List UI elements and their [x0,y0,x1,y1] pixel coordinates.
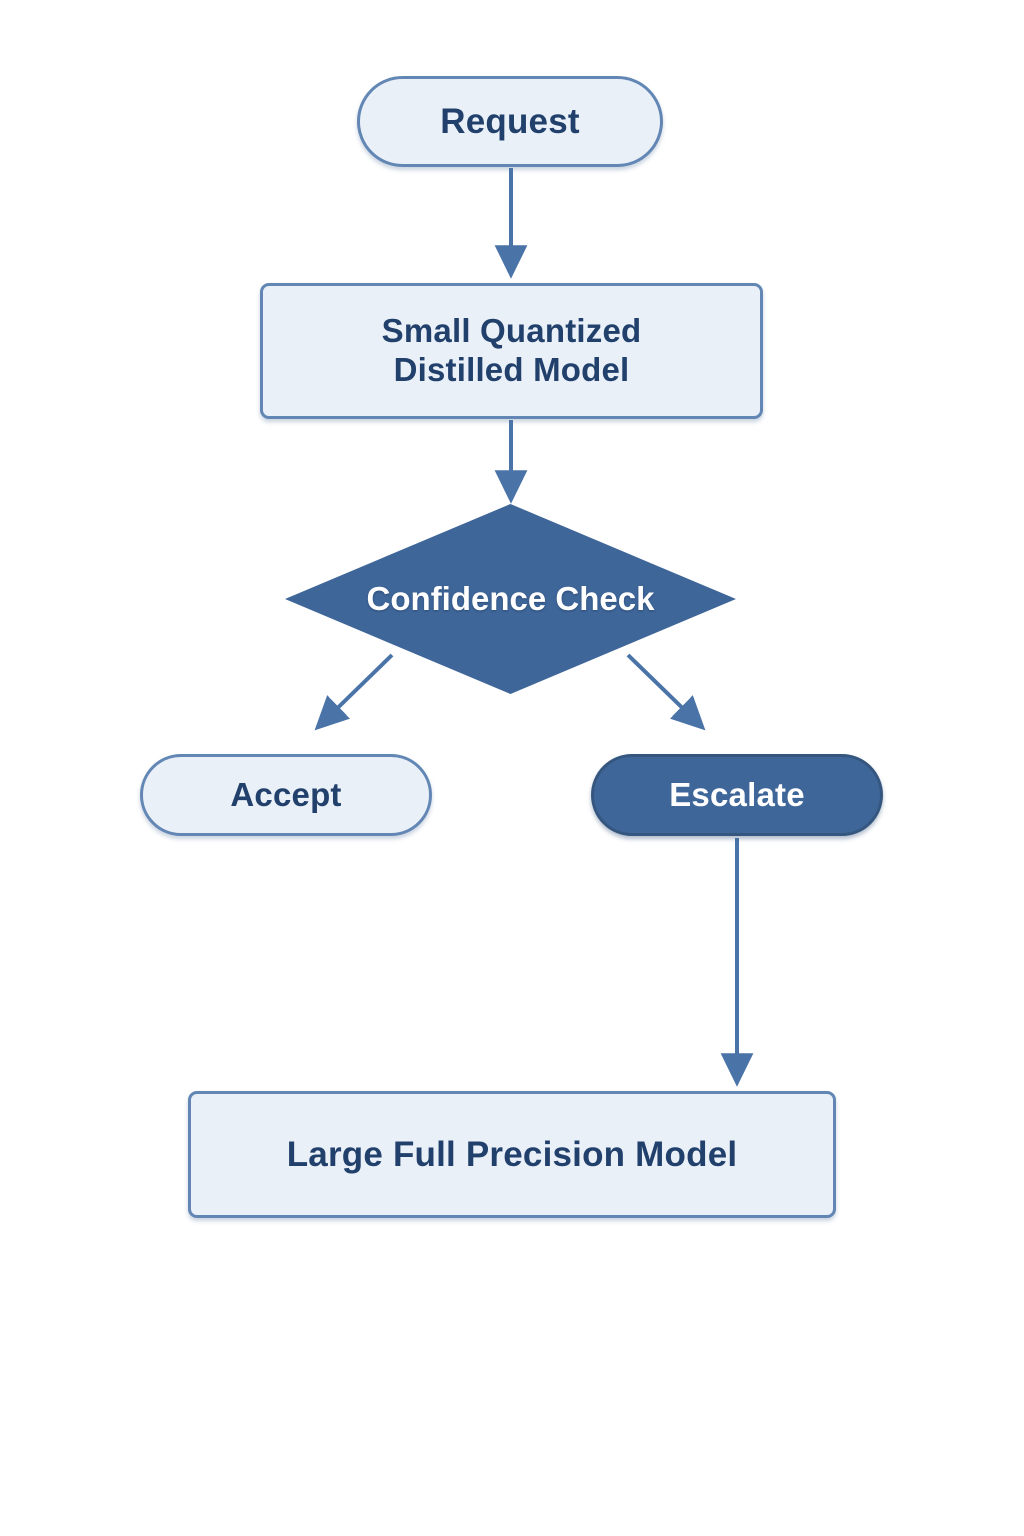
node-large-model-label: Large Full Precision Model [286,1134,738,1174]
node-accept-label: Accept [230,775,342,813]
node-confidence-check[interactable]: Confidence Check [285,504,736,694]
node-request-label: Request [440,101,580,141]
node-confidence-check-label: Confidence Check [366,580,655,617]
node-escalate-label: Escalate [669,775,805,813]
node-small-quantized-distilled-model[interactable]: Small Quantized Distilled Model [260,283,763,419]
node-small-model-label-line1: Small Quantized [381,312,642,350]
node-escalate[interactable]: Escalate [591,754,883,836]
node-large-full-precision-model[interactable]: Large Full Precision Model [188,1091,836,1218]
node-request[interactable]: Request [357,76,663,167]
node-small-model-label: Small Quantized Distilled Model [382,312,642,390]
node-small-model-label-line2: Distilled Model [393,351,630,388]
node-accept[interactable]: Accept [140,754,432,836]
